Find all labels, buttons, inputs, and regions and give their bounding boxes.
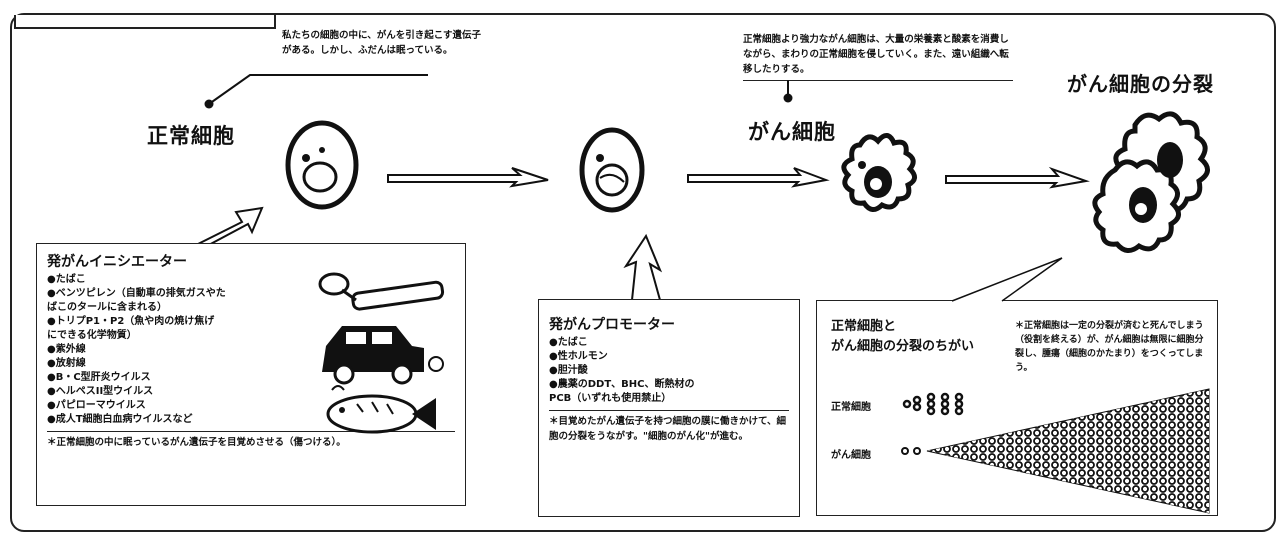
comparison-title-line1: 正常細胞と — [831, 319, 897, 334]
cancer-cell-illustration — [841, 133, 917, 212]
grilled-fish-icon — [326, 385, 436, 434]
initiator-illustrations — [318, 272, 445, 434]
promoter-item: PCB（いずれも使用禁止） — [549, 393, 672, 404]
normal-cell-illustration — [285, 120, 359, 210]
cancer-cell-note: 正常細胞より強力ながん細胞は、大量の栄養素と酸素を消費しながら、まわりの正常細胞… — [743, 32, 1013, 81]
initiator-item: ●パピローマウイルス — [47, 400, 146, 411]
progression-arrows — [387, 166, 1090, 189]
initiator-description: ＊正常細胞の中に眠っているがん遺伝子を目覚めさせる（傷つける）。 — [47, 437, 346, 448]
promoter-item: ●胆汁酸 — [549, 365, 588, 376]
initiator-title: 発がんイニシエーター — [47, 254, 187, 270]
initiator-item: ●ベンツピレン（自動車の排気ガスやた — [47, 288, 226, 299]
promoter-description: ＊目覚めたがん遺伝子を持つ細胞の膜に働きかけて、細胞の分裂をうながす。"細胞のが… — [549, 416, 787, 442]
promoter-divider — [549, 410, 789, 411]
normal-division-cells — [902, 392, 964, 416]
initiator-item: ●紫外線 — [47, 344, 86, 355]
cancer-row-label: がん細胞 — [831, 450, 871, 461]
normal-cell-heading: 正常細胞 — [147, 124, 235, 148]
frame-title-tab — [14, 15, 276, 29]
promoter-title: 発がんプロモーター — [549, 317, 675, 333]
comparison-title: 正常細胞と がん細胞の分裂のちがい — [831, 317, 974, 357]
initiator-item: ●たばこ — [47, 274, 86, 285]
division-comparison-illustration — [901, 388, 1210, 514]
promoter-item: ●性ホルモン — [549, 351, 608, 362]
cancer-cell-heading: がん細胞 — [748, 120, 836, 144]
initiator-item: ●トリプP1・P2（魚や肉の焼け焦げ — [47, 316, 215, 327]
initiator-item: ●放射線 — [47, 358, 86, 369]
initiated-cell-illustration — [579, 127, 645, 213]
comparison-title-line2: がん細胞の分裂のちがい — [831, 339, 975, 354]
dividing-cancer-cells-illustration — [1092, 111, 1210, 253]
promoter-item: ●農薬のDDT、BHC、断熱材の — [549, 379, 695, 390]
normal-cell-note: 私たちの細胞の中に、がんを引き起こす遺伝子がある。しかし、ふだんは眠っている。 — [282, 30, 482, 56]
initiator-divider — [47, 431, 455, 432]
promoter-item: ●たばこ — [549, 337, 588, 348]
comparison-box: 正常細胞と がん細胞の分裂のちがい ＊正常細胞は一定の分裂が済むと死んでしまう（… — [816, 300, 1218, 516]
cigarette-icon — [318, 272, 445, 311]
initiator-item: ●B・C型肝炎ウイルス — [47, 372, 151, 383]
promoter-box: 発がんプロモーター ●たばこ ●性ホルモン ●胆汁酸 ●農薬のDDT、BHC、断… — [538, 299, 800, 517]
cancer-division-wedge — [901, 388, 1210, 514]
normal-row-label: 正常細胞 — [831, 402, 871, 413]
initiator-item: ●成人T細胞白血病ウイルスなど — [47, 414, 193, 425]
car-icon — [322, 326, 444, 385]
diagram-frame — [10, 13, 1276, 532]
initiator-item: ●ヘルペスII型ウイルス — [47, 386, 154, 397]
cancer-division-heading: がん細胞の分裂 — [1067, 72, 1214, 96]
initiator-item: にできる化学物質） — [47, 330, 137, 341]
comparison-description: ＊正常細胞は一定の分裂が済むと死んでしまう（役割を終える）が、がん細胞は無限に細… — [1015, 321, 1204, 373]
initiator-box: 発がんイニシエーター ●たばこ ●ベンツピレン（自動車の排気ガスやた ばこのター… — [36, 243, 466, 506]
initiator-item: ばこのタールに含まれる） — [47, 302, 167, 313]
